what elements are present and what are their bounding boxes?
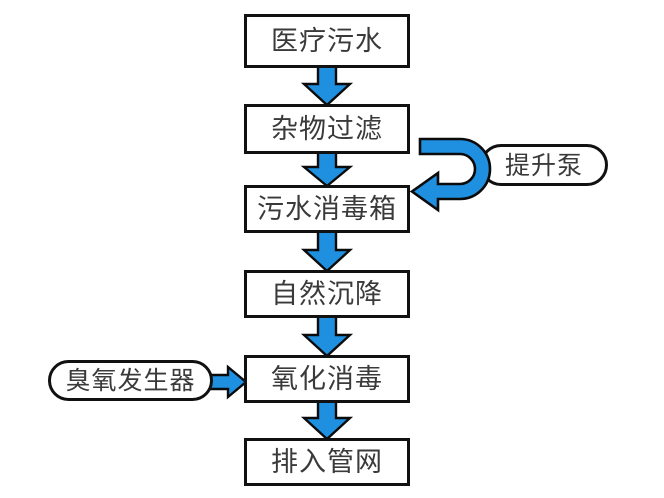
node-lift-pump[interactable]: 提升泵 <box>480 144 608 186</box>
arrow-right-icon <box>205 364 248 400</box>
node-label: 臭氧发生器 <box>65 366 196 395</box>
node-label: 提升泵 <box>504 150 583 180</box>
arrow-down-icon <box>298 314 356 358</box>
node-label: 氧化消毒 <box>271 363 383 395</box>
node-debris-filter[interactable]: 杂物过滤 <box>244 104 410 154</box>
node-medical-wastewater[interactable]: 医疗污水 <box>244 14 410 68</box>
node-label: 医疗污水 <box>271 25 383 57</box>
arrow-down-icon <box>298 399 356 441</box>
node-label: 自然沉降 <box>271 278 383 310</box>
arrow-u-turn-left-icon <box>408 130 500 222</box>
node-ozone-generator[interactable]: 臭氧发生器 <box>48 360 213 401</box>
node-discharge-to-pipe-network[interactable]: 排入管网 <box>244 438 410 486</box>
node-disinfection-tank[interactable]: 污水消毒箱 <box>244 185 410 233</box>
node-label: 杂物过滤 <box>271 113 383 145</box>
node-label: 排入管网 <box>271 446 383 478</box>
node-label: 污水消毒箱 <box>257 193 397 225</box>
arrow-down-icon <box>298 229 356 273</box>
node-natural-settling[interactable]: 自然沉降 <box>244 270 410 318</box>
node-oxidation-disinfection[interactable]: 氧化消毒 <box>244 355 410 403</box>
arrow-down-icon <box>298 64 356 107</box>
arrow-down-icon <box>298 150 356 188</box>
